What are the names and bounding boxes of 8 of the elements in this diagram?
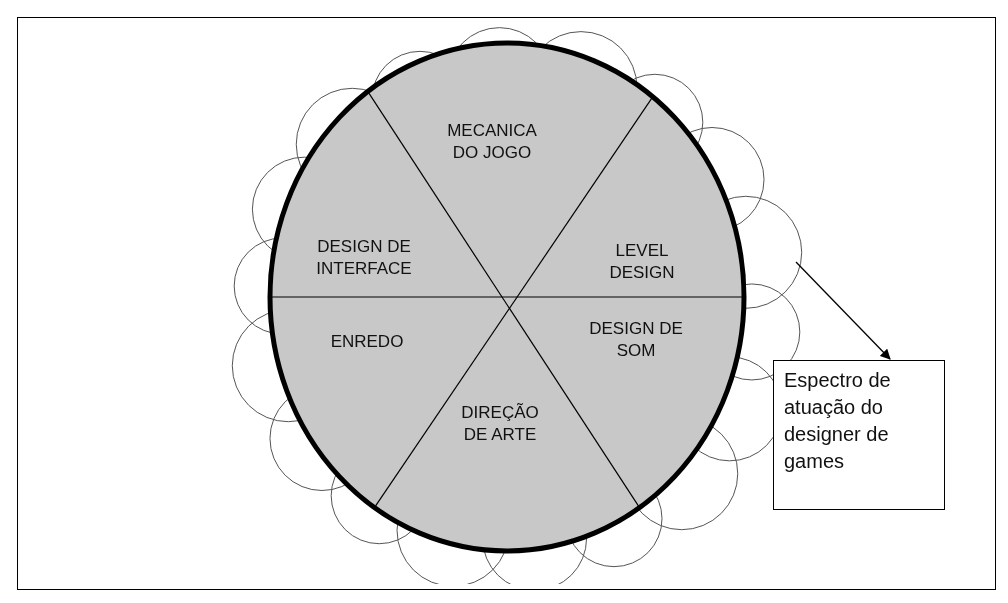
arrow (795, 261, 891, 360)
sector-label: MECANICA DO JOGO (440, 120, 544, 164)
sector-label: LEVEL DESIGN (590, 240, 694, 284)
text-box: Espectro de atuação do designer de games (773, 360, 945, 510)
sector-label: DESIGN DE INTERFACE (312, 236, 416, 280)
sector-label: ENREDO (315, 331, 419, 353)
sector-label: DESIGN DE SOM (584, 318, 688, 362)
sector-label: DIREÇÃO DE ARTE (448, 402, 552, 446)
